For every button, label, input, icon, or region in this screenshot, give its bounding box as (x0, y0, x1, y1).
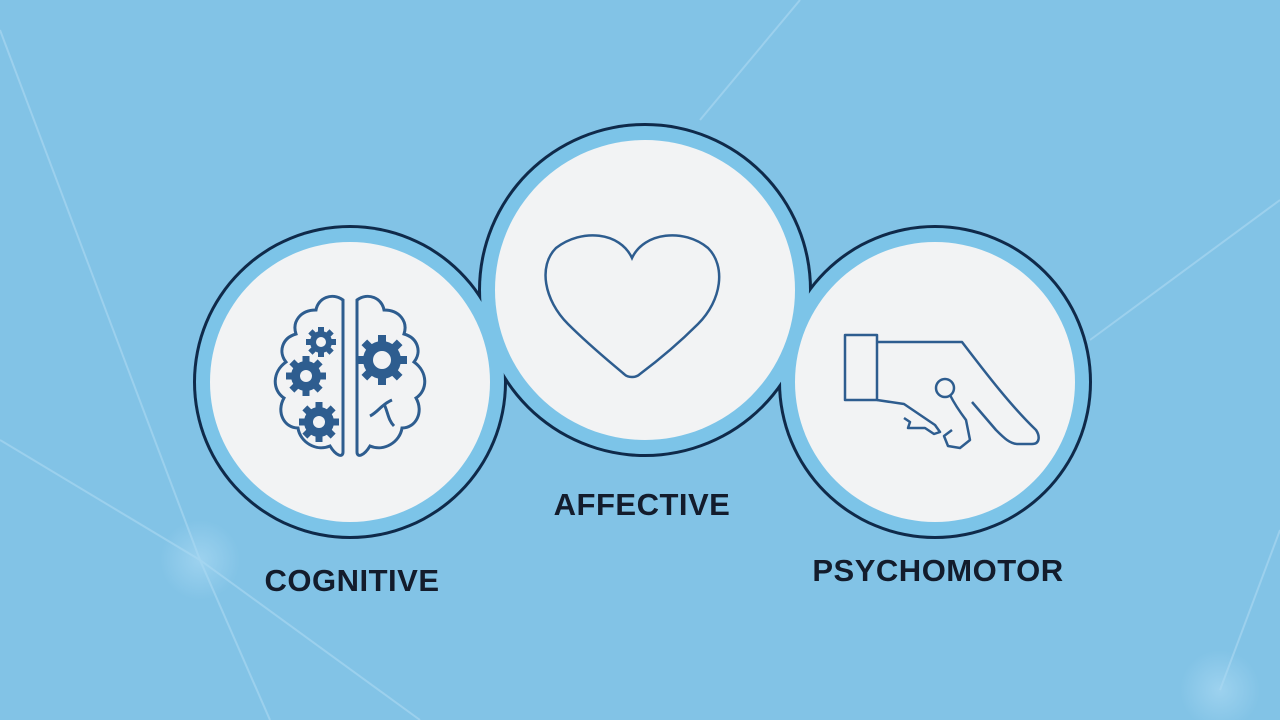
cognitive-label: COGNITIVE (264, 563, 440, 598)
affective-label: AFFECTIVE (553, 487, 731, 522)
cognitive-circle (210, 242, 490, 522)
psychomotor-circle (795, 242, 1075, 522)
hand-pointing-icon (843, 333, 1040, 450)
brain-gears-icon (273, 294, 427, 457)
heart-icon (544, 234, 721, 379)
affective-circle (495, 140, 795, 440)
psychomotor-label: PSYCHOMOTOR (812, 553, 1064, 588)
